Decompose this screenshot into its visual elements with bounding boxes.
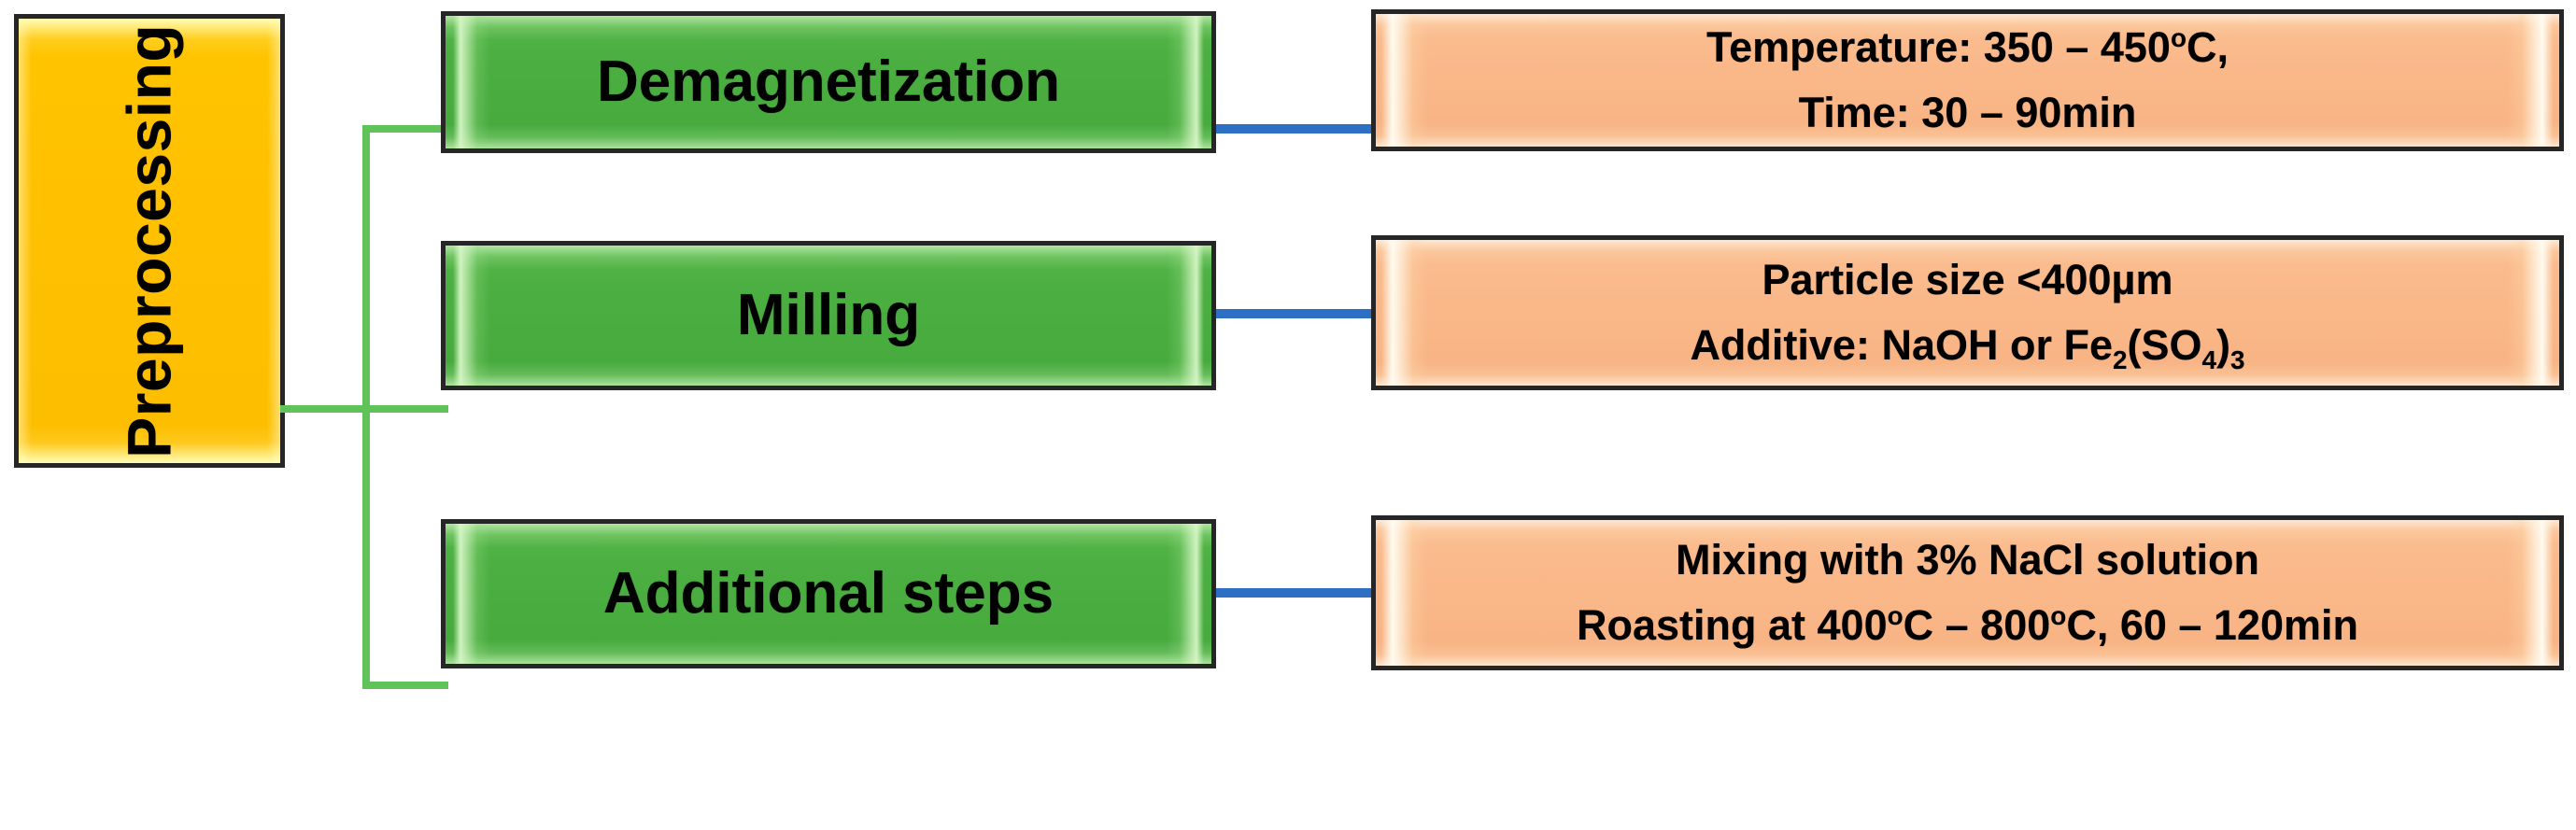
detail-line-2: Additive: NaOH or Fe2(SO4)3 [1690,321,2245,374]
degree-superscript-2: o [2050,601,2067,630]
preprocessing-label: Preprocessing [114,23,184,458]
stage-box-demagnetization[interactable]: Demagnetization [441,11,1216,153]
connector-link-row-2 [1210,309,1377,318]
detail-line-1: Temperature: 350 – 450oC, [1706,23,2229,72]
detail-box-milling[interactable]: Particle size <400µm Additive: NaOH or F… [1371,235,2564,390]
subscript-2: 2 [2113,345,2128,374]
detail-label-demagnetization: Temperature: 350 – 450oC, Time: 30 – 90m… [1682,15,2253,146]
detail-box-additional-steps[interactable]: Mixing with 3% NaCl solution Roasting at… [1371,515,2564,670]
stage-label-additional-steps: Additional steps [602,561,1054,626]
connector-link-row-3 [1210,588,1377,598]
connector-trunk-stub [280,405,370,413]
detail-label-milling: Particle size <400µm Additive: NaOH or F… [1665,247,2269,378]
subscript-4: 4 [2201,345,2217,374]
detail-line-1: Mixing with 3% NaCl solution [1675,536,2259,584]
degree-superscript: o [1887,601,1904,630]
stage-box-milling[interactable]: Milling [441,241,1216,390]
detail-label-additional-steps: Mixing with 3% NaCl solution Roasting at… [1552,528,2383,658]
connector-branch-demagnetization [362,125,448,133]
stage-label-milling: Milling [736,283,921,348]
degree-superscript: o [2170,23,2187,53]
connector-branch-milling [362,405,448,413]
subscript-3: 3 [2230,345,2245,374]
detail-box-demagnetization[interactable]: Temperature: 350 – 450oC, Time: 30 – 90m… [1371,9,2564,151]
stage-label-demagnetization: Demagnetization [596,49,1061,115]
preprocessing-root-box[interactable]: Preprocessing [14,14,285,468]
detail-line-2: Roasting at 400oC – 800oC, 60 – 120min [1577,601,2358,649]
stage-box-additional-steps[interactable]: Additional steps [441,519,1216,668]
detail-line-2: Time: 30 – 90min [1798,89,2137,136]
connector-branch-additional-steps [362,682,448,689]
connector-link-row-1 [1210,124,1377,134]
detail-line-1: Particle size <400µm [1762,256,2173,304]
